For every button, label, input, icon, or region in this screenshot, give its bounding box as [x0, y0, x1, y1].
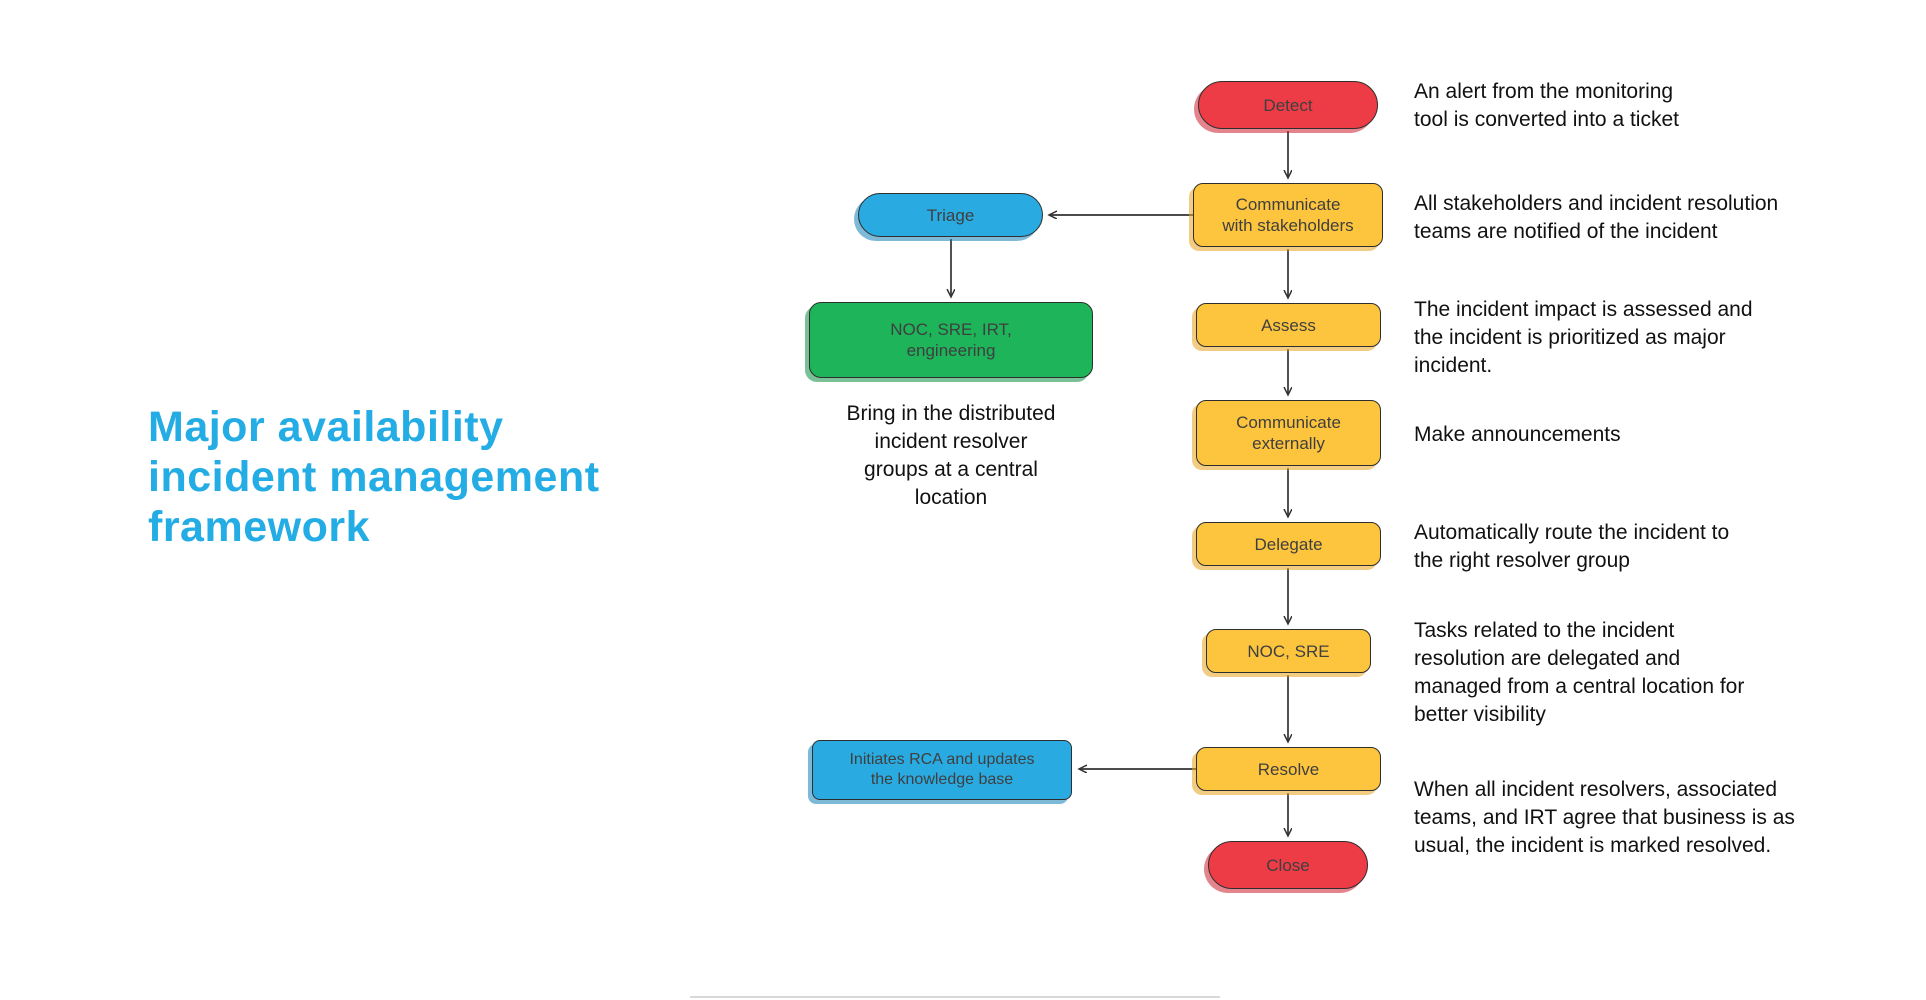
- annotation-assess: The incident impact is assessed and the …: [1414, 298, 1753, 377]
- node-noc-sre-irt-engineering: NOC, SRE, IRT, engineering: [809, 302, 1093, 378]
- node-communicate-externally: Communicate externally: [1196, 400, 1381, 466]
- node-delegate: Delegate: [1196, 522, 1381, 566]
- node-noc-sre: NOC, SRE: [1206, 629, 1371, 673]
- node-communicate-stakeholders: Communicate with stakeholders: [1193, 183, 1383, 247]
- node-detect: Detect: [1198, 81, 1378, 129]
- annotation-communicate-externally: Make announcements: [1414, 423, 1621, 446]
- annotation-communicate-stakeholders: All stakeholders and incident resolution…: [1414, 192, 1779, 243]
- annotation-noc-sre: Tasks related to the incident resolution…: [1414, 619, 1745, 726]
- node-triage: Triage: [858, 193, 1043, 237]
- bottom-edge-line: [690, 996, 1220, 998]
- side-note-bring-in: Bring in the distributed incident resolv…: [846, 402, 1056, 509]
- diagram-title: Major availability incident management f…: [148, 403, 600, 551]
- node-initiates-rca: Initiates RCA and updates the knowledge …: [812, 740, 1072, 800]
- annotation-delegate: Automatically route the incident to the …: [1414, 521, 1730, 572]
- annotation-detect: An alert from the monitoring tool is con…: [1414, 80, 1679, 131]
- node-resolve: Resolve: [1196, 747, 1381, 791]
- node-close: Close: [1208, 841, 1368, 889]
- annotation-resolve: When all incident resolvers, associated …: [1414, 778, 1795, 857]
- node-assess: Assess: [1196, 303, 1381, 347]
